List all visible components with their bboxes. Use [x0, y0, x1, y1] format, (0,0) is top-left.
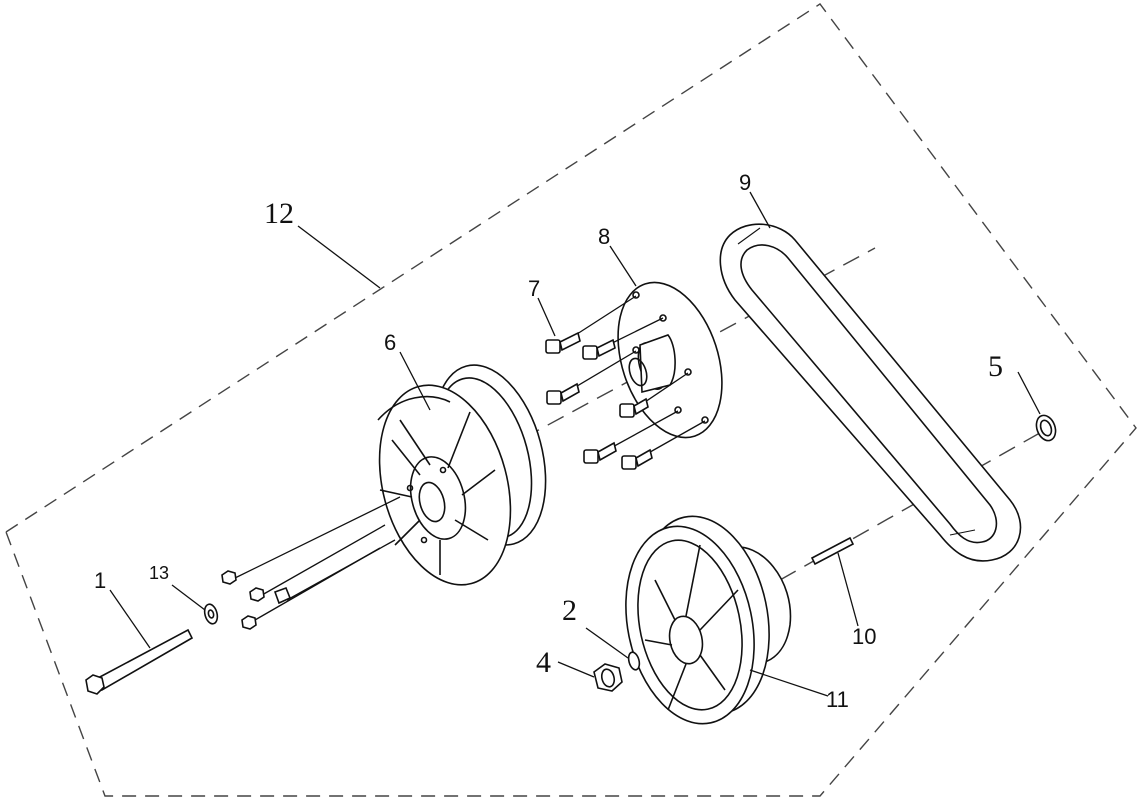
bolt: [545, 295, 637, 354]
key-part-10: [810, 536, 855, 566]
leader-line-9: [749, 191, 771, 229]
fan-bolts: [221, 496, 401, 630]
washer-part-13: [203, 603, 219, 625]
mounting-plate-part: [617, 281, 723, 439]
washer-part-2: [627, 651, 641, 671]
callout-8: 8: [598, 224, 610, 249]
leader-line-4: [557, 661, 595, 678]
leader-line-10: [837, 552, 859, 627]
long-bolt-part: [85, 628, 194, 695]
leader-line-11: [749, 669, 829, 697]
bolt: [546, 350, 637, 405]
callout-5: 5: [988, 350, 1003, 383]
callout-13: 13: [149, 563, 169, 583]
leader-line-1: [109, 589, 151, 649]
leader-line-5: [1017, 371, 1041, 415]
callout-1: 1: [94, 568, 106, 593]
bolt-set-part: [545, 295, 706, 470]
axis-line-lower: [779, 429, 1046, 581]
leader-line-13: [171, 584, 206, 611]
driven-pulley-part: [625, 515, 792, 725]
leader-line-7: [537, 297, 556, 337]
bolt: [583, 410, 679, 464]
leader-line-8: [609, 245, 637, 287]
nut-part-4: [593, 663, 623, 692]
callout-2: 2: [562, 594, 577, 627]
bolt: [621, 420, 706, 470]
callout-10: 10: [852, 624, 876, 649]
leader-line-6: [399, 351, 431, 411]
callout-7: 7: [528, 276, 540, 301]
assembly-boundary: [5, 3, 1137, 797]
callout-6: 6: [384, 330, 396, 355]
fan-pulley-part: [377, 364, 547, 586]
leader-line-2: [585, 627, 629, 659]
bolt: [619, 372, 689, 418]
callout-4: 4: [536, 646, 551, 679]
leader-line-12: [297, 225, 381, 289]
callout-9: 9: [739, 170, 751, 195]
callout-12: 12: [264, 197, 294, 230]
callout-11: 11: [826, 687, 849, 712]
belt-part: [719, 223, 1022, 562]
bolt: [582, 317, 664, 360]
clip-part-5: [1035, 414, 1057, 442]
